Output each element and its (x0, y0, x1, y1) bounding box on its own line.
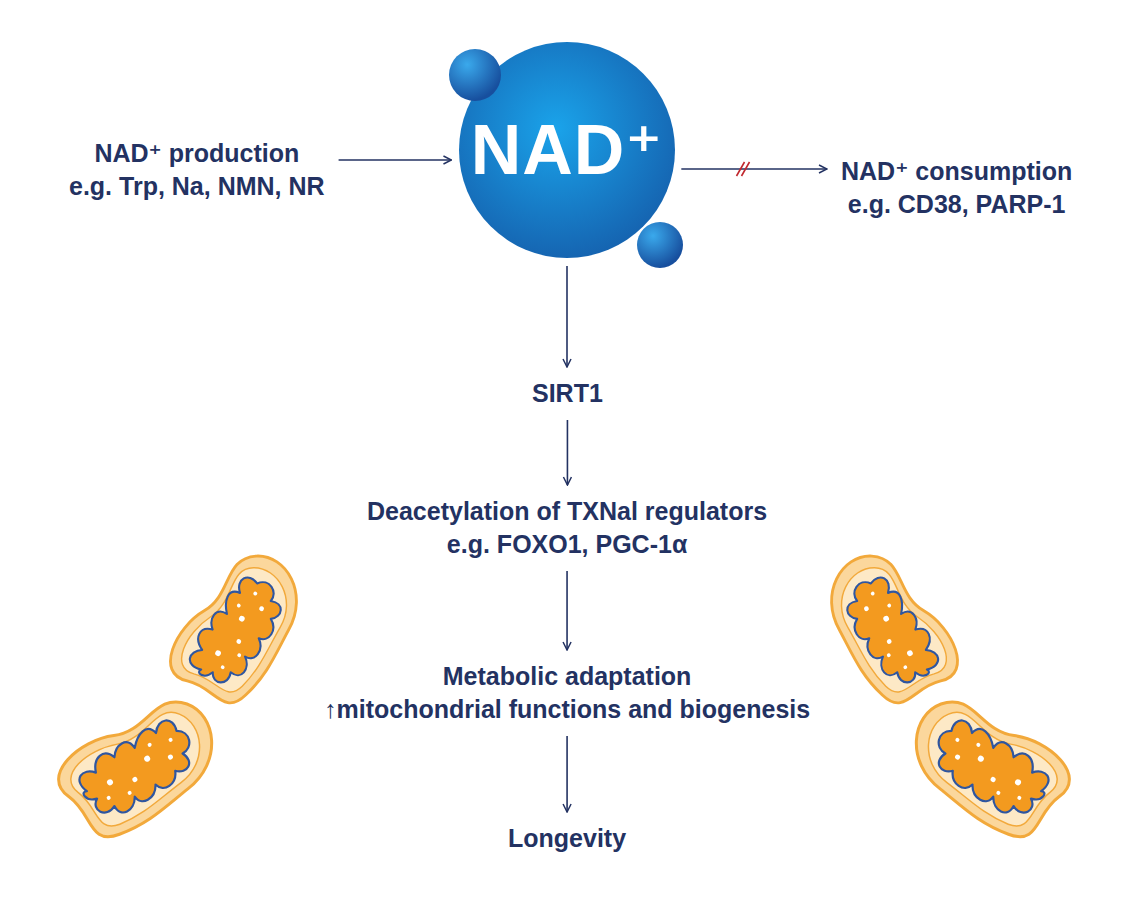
node-text: SIRT1 (532, 377, 603, 410)
source-label: NAD⁺ productione.g. Trp, Na, NMN, NR (63, 135, 331, 205)
arrow-connector (566, 571, 568, 650)
node-text: NAD⁺ consumption (841, 155, 1072, 188)
node-text: e.g. FOXO1, PGC-1α (367, 528, 767, 561)
nad-circle: NAD⁺ (459, 42, 675, 258)
arrow-connector (681, 168, 827, 170)
node-text: ↑mitochondrial functions and biogenesis (324, 693, 810, 726)
inhibition-slash (742, 162, 750, 176)
node-text: NAD⁺ (471, 115, 664, 185)
arrow-connector (339, 159, 452, 161)
process-label: Metabolic adaptation↑mitochondrial funct… (318, 658, 816, 728)
node-text: e.g. CD38, PARP-1 (841, 188, 1072, 221)
node-text: NAD⁺ production (69, 137, 325, 170)
node-text: Longevity (508, 822, 626, 855)
node-text: Deacetylation of TXNal regulators (367, 495, 767, 528)
sink-label: NAD⁺ consumptione.g. CD38, PARP-1 (835, 153, 1078, 223)
node-text: e.g. Trp, Na, NMN, NR (69, 170, 325, 203)
process-label: Deacetylation of TXNal regulatorse.g. FO… (361, 493, 773, 563)
outcome-label: Longevity (502, 820, 632, 857)
node-text: Metabolic adaptation (324, 660, 810, 693)
arrow-connector (566, 736, 568, 812)
process-label: SIRT1 (526, 375, 609, 412)
arrow-connector (567, 420, 569, 485)
arrow-connector (566, 266, 568, 367)
